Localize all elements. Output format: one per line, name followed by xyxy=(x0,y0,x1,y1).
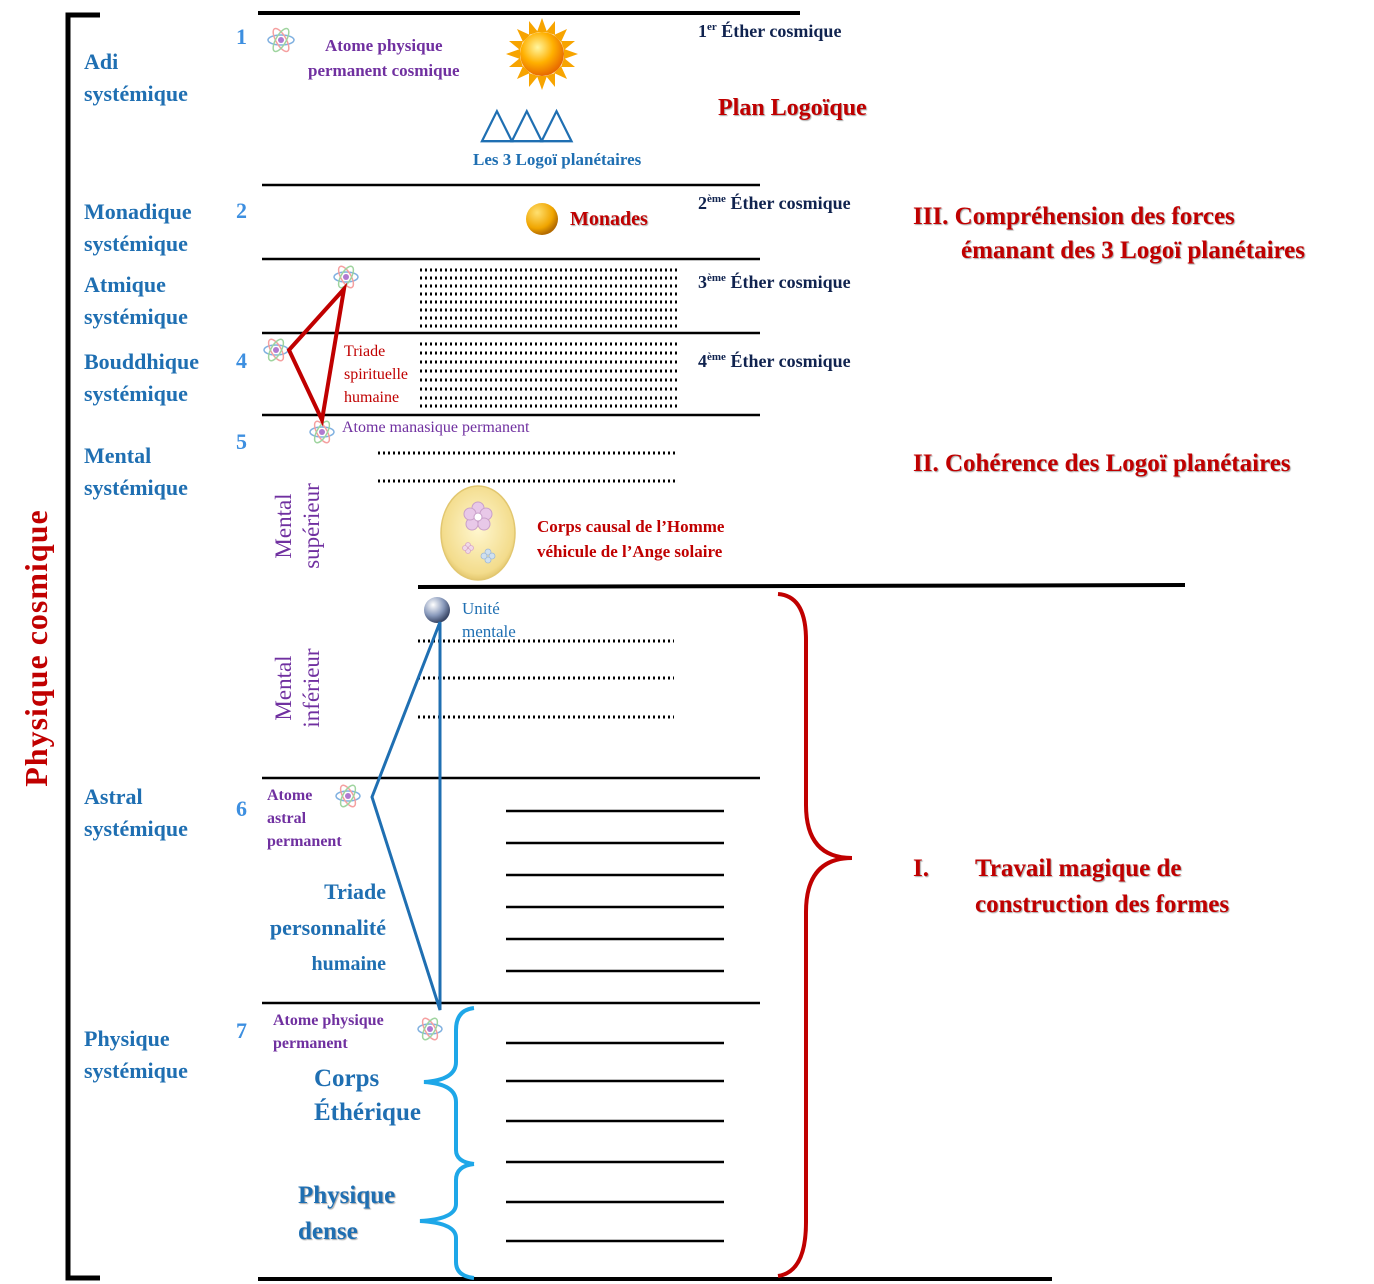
manasic-atom-label: Atome manasique permanent xyxy=(342,419,530,436)
logoi-label: Les 3 Logoï planétaires xyxy=(473,150,642,169)
ether-label-3: 3ème Éther cosmique xyxy=(698,272,851,292)
sun-icon xyxy=(506,18,578,90)
astral-subplanes xyxy=(506,809,724,973)
etheric-brace xyxy=(423,1006,475,1166)
ether-label-2: 2ème Éther cosmique xyxy=(698,193,851,213)
plane-separators xyxy=(258,11,1186,1281)
spiritual-triad-triangle xyxy=(286,282,348,427)
left-bracket xyxy=(65,12,100,1281)
ether-label-4: 4ème Éther cosmique xyxy=(698,351,851,371)
plan-logoique-label: Plan Logoïque xyxy=(718,95,867,121)
atom-icon-manasic xyxy=(309,420,335,444)
atom-icon-astral xyxy=(335,784,361,808)
plane-number-1: 1 xyxy=(236,24,247,49)
atom-icon-physical xyxy=(417,1017,443,1041)
red-brace xyxy=(777,592,853,1278)
section-iii-title: III. Compréhension des forces émanant de… xyxy=(913,203,1305,264)
side-title: Physique cosmique xyxy=(18,509,54,787)
three-triangles-icon: △△△ xyxy=(480,98,573,147)
monad-icon xyxy=(526,203,558,235)
personality-triad-triangle xyxy=(370,621,442,1011)
ether-label-1: 1er Éther cosmique xyxy=(698,21,842,41)
plane-number-6: 6 xyxy=(236,796,247,821)
section-i-title: I.Travail magique de construction des fo… xyxy=(913,855,1230,918)
plane-number-2: 2 xyxy=(236,198,247,223)
dotted-subplanes xyxy=(378,268,678,719)
monades-label: Monades xyxy=(570,208,648,230)
atom-icon-cosmic xyxy=(267,27,295,53)
physical-subplanes xyxy=(506,1041,724,1243)
separator-mental xyxy=(417,583,1186,589)
causal-body-icon xyxy=(440,485,516,581)
atom-icon-atmic xyxy=(333,265,359,289)
atom-icon-buddhic xyxy=(263,338,289,362)
plane-number-5: 5 xyxy=(236,429,247,454)
plane-number-4: 4 xyxy=(236,348,247,373)
section-ii-title: II. Cohérence des Logoï planétaires xyxy=(913,450,1291,477)
dense-brace xyxy=(419,1162,475,1280)
plane-number-7: 7 xyxy=(236,1018,247,1043)
mental-unit-icon xyxy=(424,597,450,623)
